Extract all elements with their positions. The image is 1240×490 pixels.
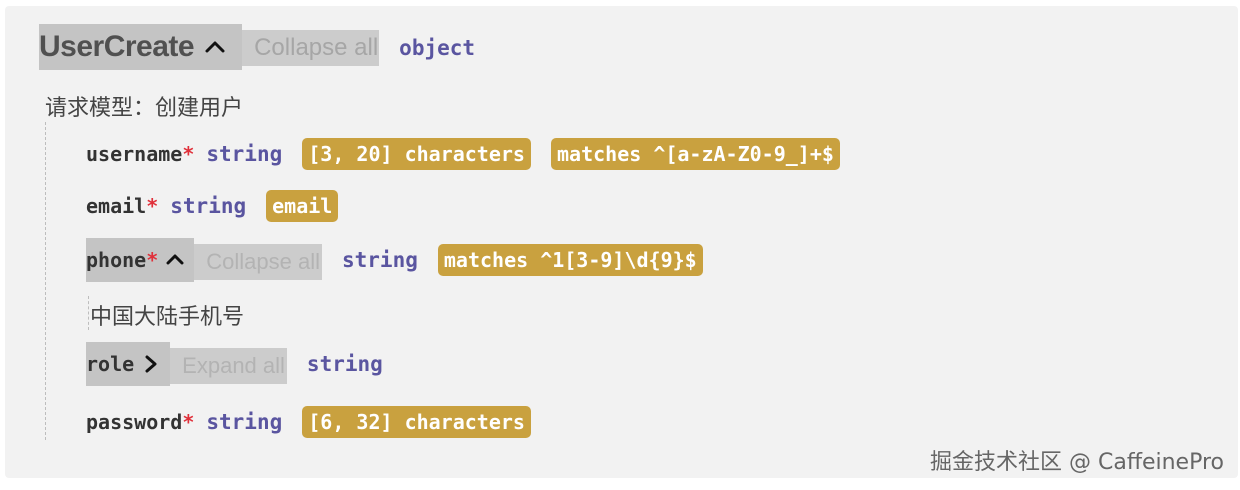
required-mark: *: [182, 142, 195, 166]
phone-collapse-all-button[interactable]: Collapse all: [194, 244, 322, 280]
property-type: string: [170, 194, 247, 218]
watermark: 掘金技术社区 @ CaffeinePro: [929, 450, 1224, 475]
property-type: string: [306, 352, 383, 376]
phone-description: 中国大陆手机号: [90, 305, 245, 330]
model-name: UserCreate: [39, 30, 195, 63]
role-toggle-button[interactable]: role: [86, 342, 171, 386]
phone-guide-line: [88, 296, 89, 330]
collapse-all-button[interactable]: Collapse all: [242, 30, 380, 66]
property-name: password: [86, 410, 183, 434]
pattern-constraint-badge: matches ^1[3-9]\d{9}$: [437, 244, 703, 276]
property-name: role: [86, 352, 135, 376]
model-type: object: [399, 36, 476, 60]
property-row-phone: phone* Collapse all string matches ^1[3-…: [86, 238, 703, 282]
format-constraint-badge: email: [266, 190, 339, 222]
property-name: username: [86, 142, 183, 166]
pattern-constraint-badge: matches ^[a-zA-Z0-9_]+$: [550, 138, 840, 170]
tree-guide-line: [45, 122, 46, 440]
model-description: 请求模型：创建用户: [45, 96, 244, 121]
schema-panel: [5, 6, 1238, 478]
property-type: string: [342, 248, 418, 272]
model-header: UserCreate Collapse all object: [39, 24, 475, 70]
model-toggle-button[interactable]: UserCreate: [39, 24, 243, 70]
property-row-role: role Expand all string: [86, 342, 383, 386]
chevron-right-icon: [142, 355, 160, 373]
property-row-password: password* string [6, 32] characters: [86, 400, 531, 444]
property-name: email: [86, 194, 147, 218]
property-row-username: username* string [3, 20] characters matc…: [86, 132, 840, 176]
property-type: string: [206, 142, 283, 166]
property-name: phone: [86, 248, 147, 272]
required-mark: *: [146, 194, 159, 218]
length-constraint-badge: [3, 20] characters: [302, 138, 531, 170]
role-expand-all-button[interactable]: Expand all: [170, 348, 287, 384]
required-mark: *: [146, 248, 159, 272]
length-constraint-badge: [6, 32] characters: [302, 406, 531, 438]
property-type: string: [206, 410, 283, 434]
phone-toggle-button[interactable]: phone*: [86, 238, 195, 282]
chevron-up-icon: [166, 251, 184, 269]
property-row-email: email* string email: [86, 184, 339, 228]
chevron-up-icon: [204, 36, 226, 58]
required-mark: *: [182, 410, 195, 434]
